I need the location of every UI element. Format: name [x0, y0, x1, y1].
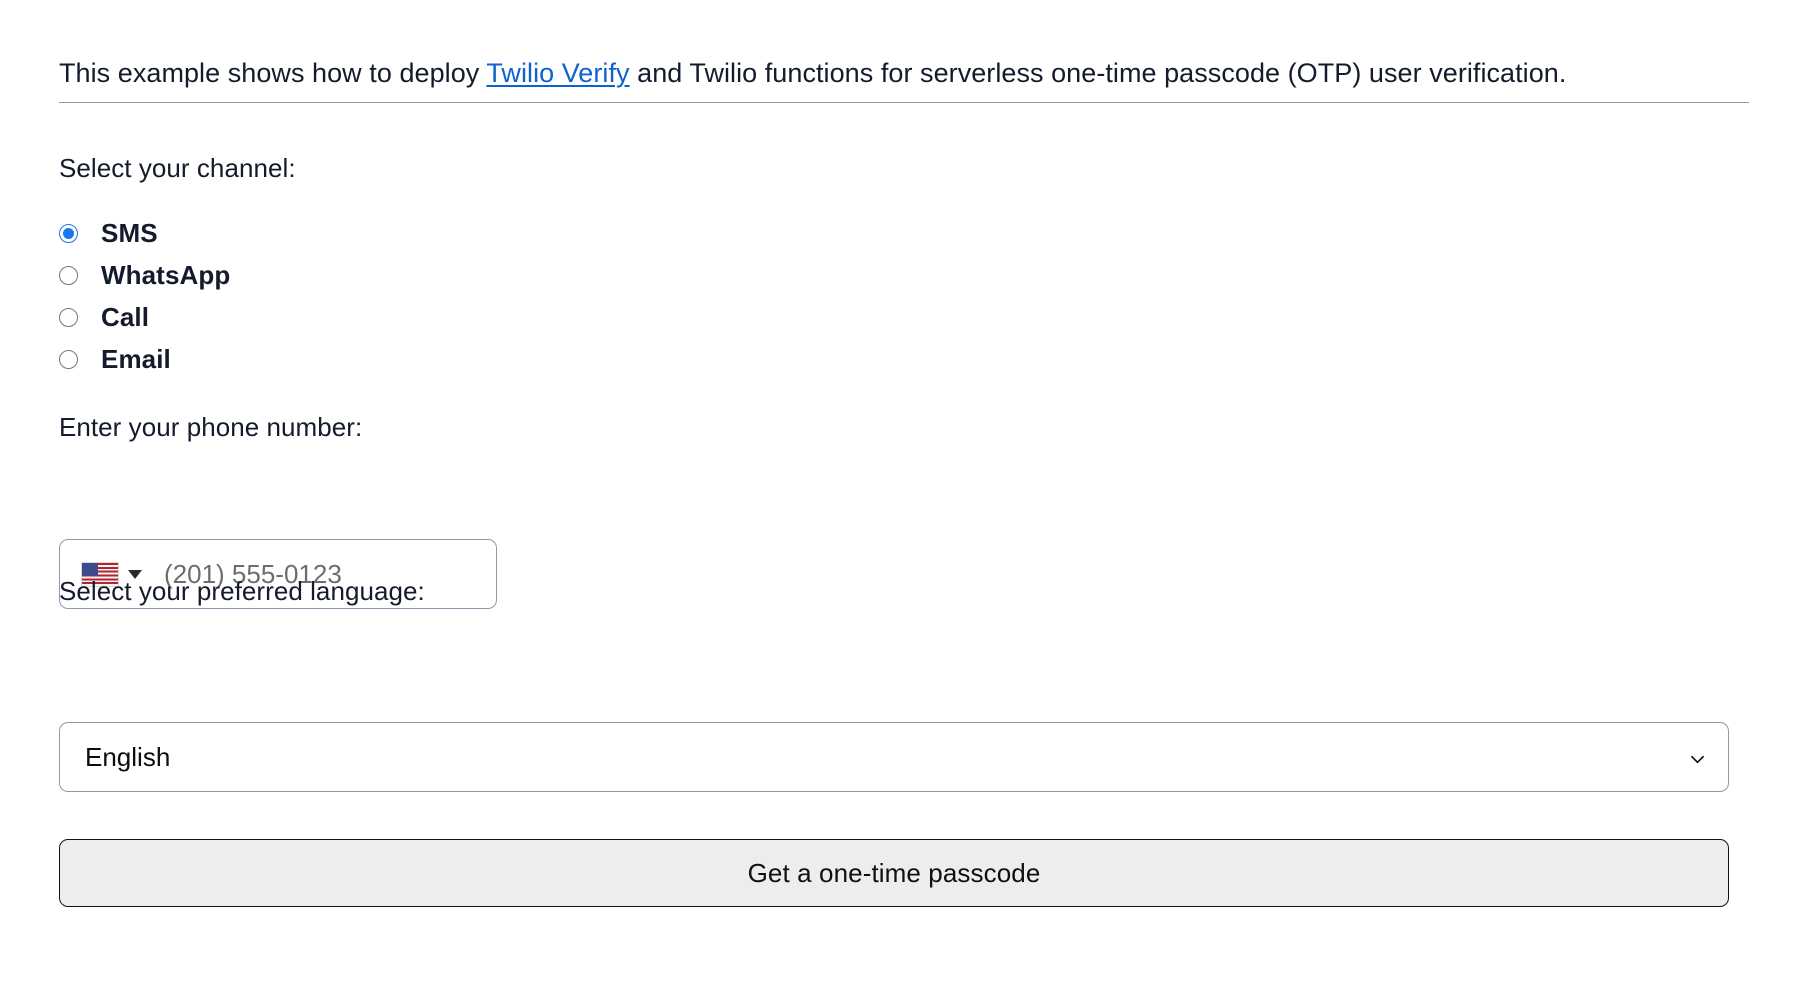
channel-radio-group: SMS WhatsApp Call Email — [59, 212, 230, 380]
intro-paragraph: This example shows how to deploy Twilio … — [59, 53, 1759, 93]
intro-text-before: This example shows how to deploy — [59, 58, 487, 88]
radio-icon-whatsapp[interactable] — [59, 265, 78, 285]
caret-down-icon[interactable] — [128, 569, 142, 579]
radio-icon-email[interactable] — [59, 349, 78, 369]
language-select-wrapper: English — [59, 722, 1729, 792]
get-passcode-button[interactable]: Get a one-time passcode — [59, 839, 1729, 907]
intro-text-after: and Twilio functions for serverless one-… — [629, 58, 1567, 88]
phone-number-field[interactable] — [59, 539, 499, 609]
country-code-selector[interactable] — [60, 561, 142, 587]
radio-option-call[interactable]: Call — [59, 296, 230, 338]
twilio-verify-link[interactable]: Twilio Verify — [486, 58, 630, 88]
united-states-flag-icon — [81, 561, 119, 587]
section-divider — [59, 102, 1749, 103]
radio-option-whatsapp[interactable]: WhatsApp — [59, 254, 230, 296]
radio-label-email: Email — [101, 343, 171, 374]
radio-label-call: Call — [101, 301, 150, 332]
radio-icon-call[interactable] — [59, 307, 78, 327]
phone-input[interactable] — [142, 540, 499, 608]
radio-option-email[interactable]: Email — [59, 338, 230, 380]
radio-option-sms[interactable]: SMS — [59, 212, 230, 254]
language-select[interactable]: English — [59, 722, 1729, 792]
channel-label: Select your channel: — [59, 153, 296, 183]
phone-label: Enter your phone number: — [59, 412, 363, 442]
radio-label-sms: SMS — [101, 217, 158, 248]
radio-icon-sms[interactable] — [59, 223, 78, 243]
radio-label-whatsapp: WhatsApp — [101, 259, 231, 290]
language-label: Select your preferred language: — [59, 576, 425, 606]
